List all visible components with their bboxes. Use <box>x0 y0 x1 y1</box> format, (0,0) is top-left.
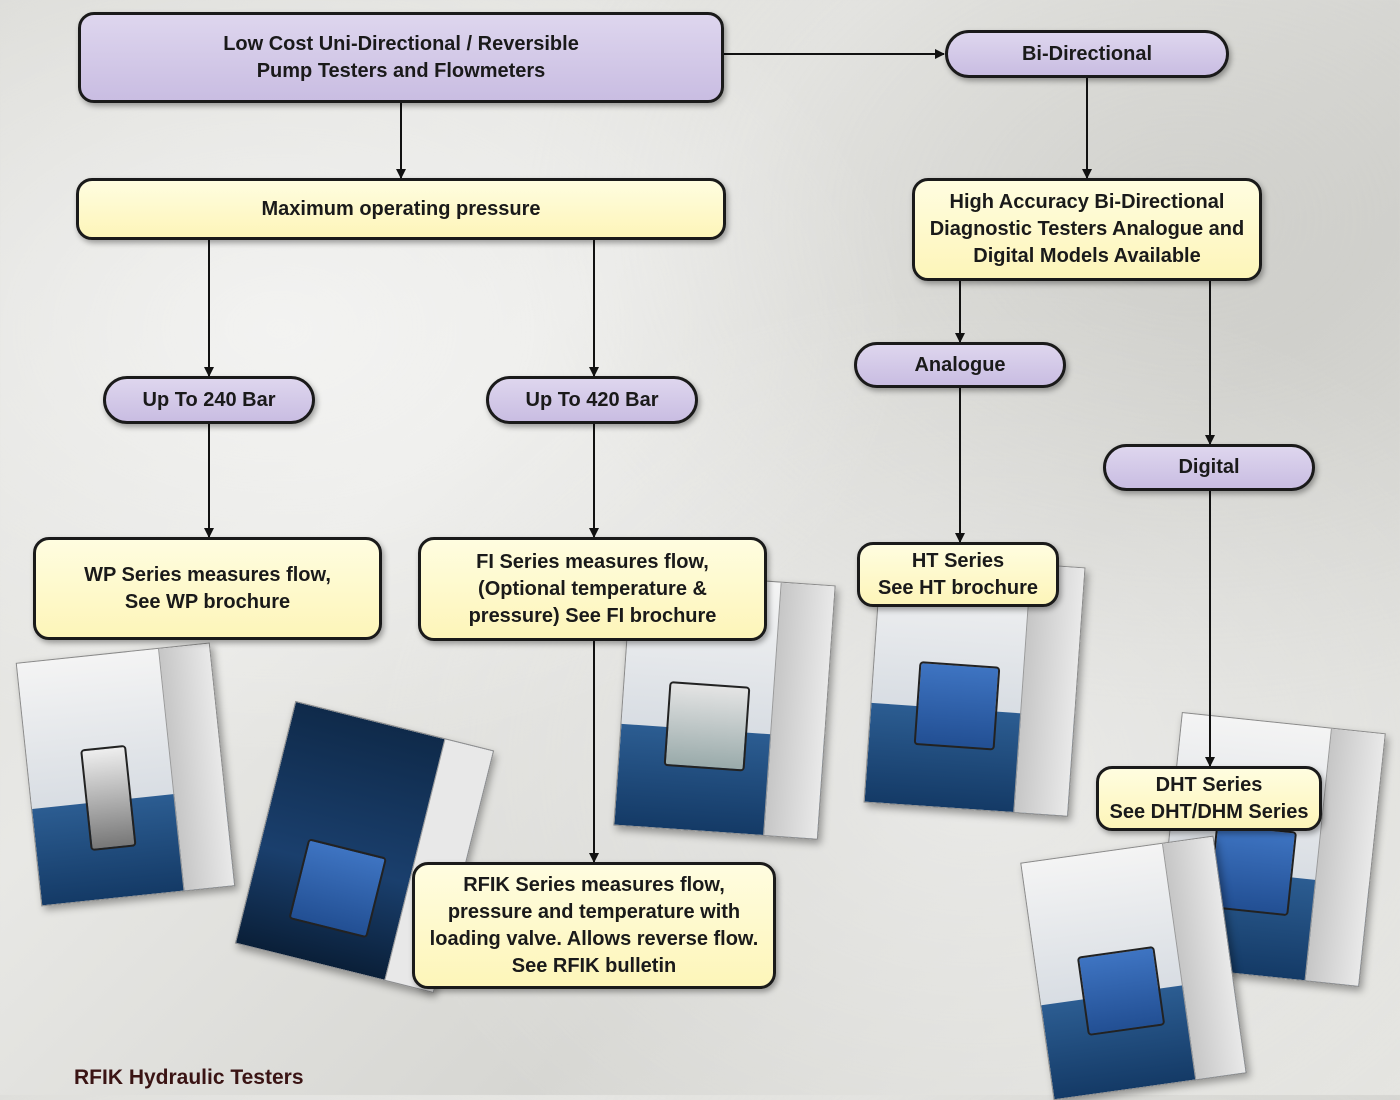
low-cost-testers-label: Low Cost Uni-Directional / Reversible Pu… <box>223 32 579 82</box>
fi-series-box: FI Series measures flow, (Optional tempe… <box>418 537 767 641</box>
wp-series-box: WP Series measures flow, See WP brochure <box>33 537 382 640</box>
up-to-420-bar-label: Up To 420 Bar <box>525 388 659 411</box>
page-caption: RFIK Hydraulic Testers <box>74 1066 304 1089</box>
bi-directional-box: Bi-Directional <box>945 30 1229 78</box>
analogue-label: Analogue <box>914 353 1006 376</box>
bi-directional-label: Bi-Directional <box>1021 42 1153 65</box>
digital-box: Digital <box>1103 444 1315 491</box>
low-cost-testers-box: Low Cost Uni-Directional / Reversible Pu… <box>78 12 724 103</box>
digital-label: Digital <box>1178 456 1240 478</box>
analogue-box: Analogue <box>854 342 1066 388</box>
high-accuracy-label: High Accuracy Bi-Directional Diagnostic … <box>929 191 1245 267</box>
high-accuracy-box: High Accuracy Bi-Directional Diagnostic … <box>912 178 1262 281</box>
wp-series-label: WP Series measures flow, See WP brochure <box>84 563 331 613</box>
dht-series-label: DHT Series See DHT/DHM Series <box>1109 773 1309 823</box>
up-to-240-bar-label: Up To 240 Bar <box>142 388 276 411</box>
fi-series-label: FI Series measures flow, (Optional tempe… <box>468 550 717 627</box>
max-pressure-label: Maximum operating pressure <box>261 197 541 220</box>
dht-series-box: DHT Series See DHT/DHM Series <box>1096 766 1322 831</box>
rfik-series-label: RFIK Series measures flow, pressure and … <box>429 873 759 977</box>
up-to-240-bar-box: Up To 240 Bar <box>103 376 315 424</box>
ht-series-box: HT Series See HT brochure <box>857 542 1059 607</box>
max-pressure-box: Maximum operating pressure <box>76 178 726 240</box>
rfik-series-box: RFIK Series measures flow, pressure and … <box>412 862 776 989</box>
ht-series-label: HT Series See HT brochure <box>877 549 1039 599</box>
up-to-420-bar-box: Up To 420 Bar <box>486 376 698 424</box>
